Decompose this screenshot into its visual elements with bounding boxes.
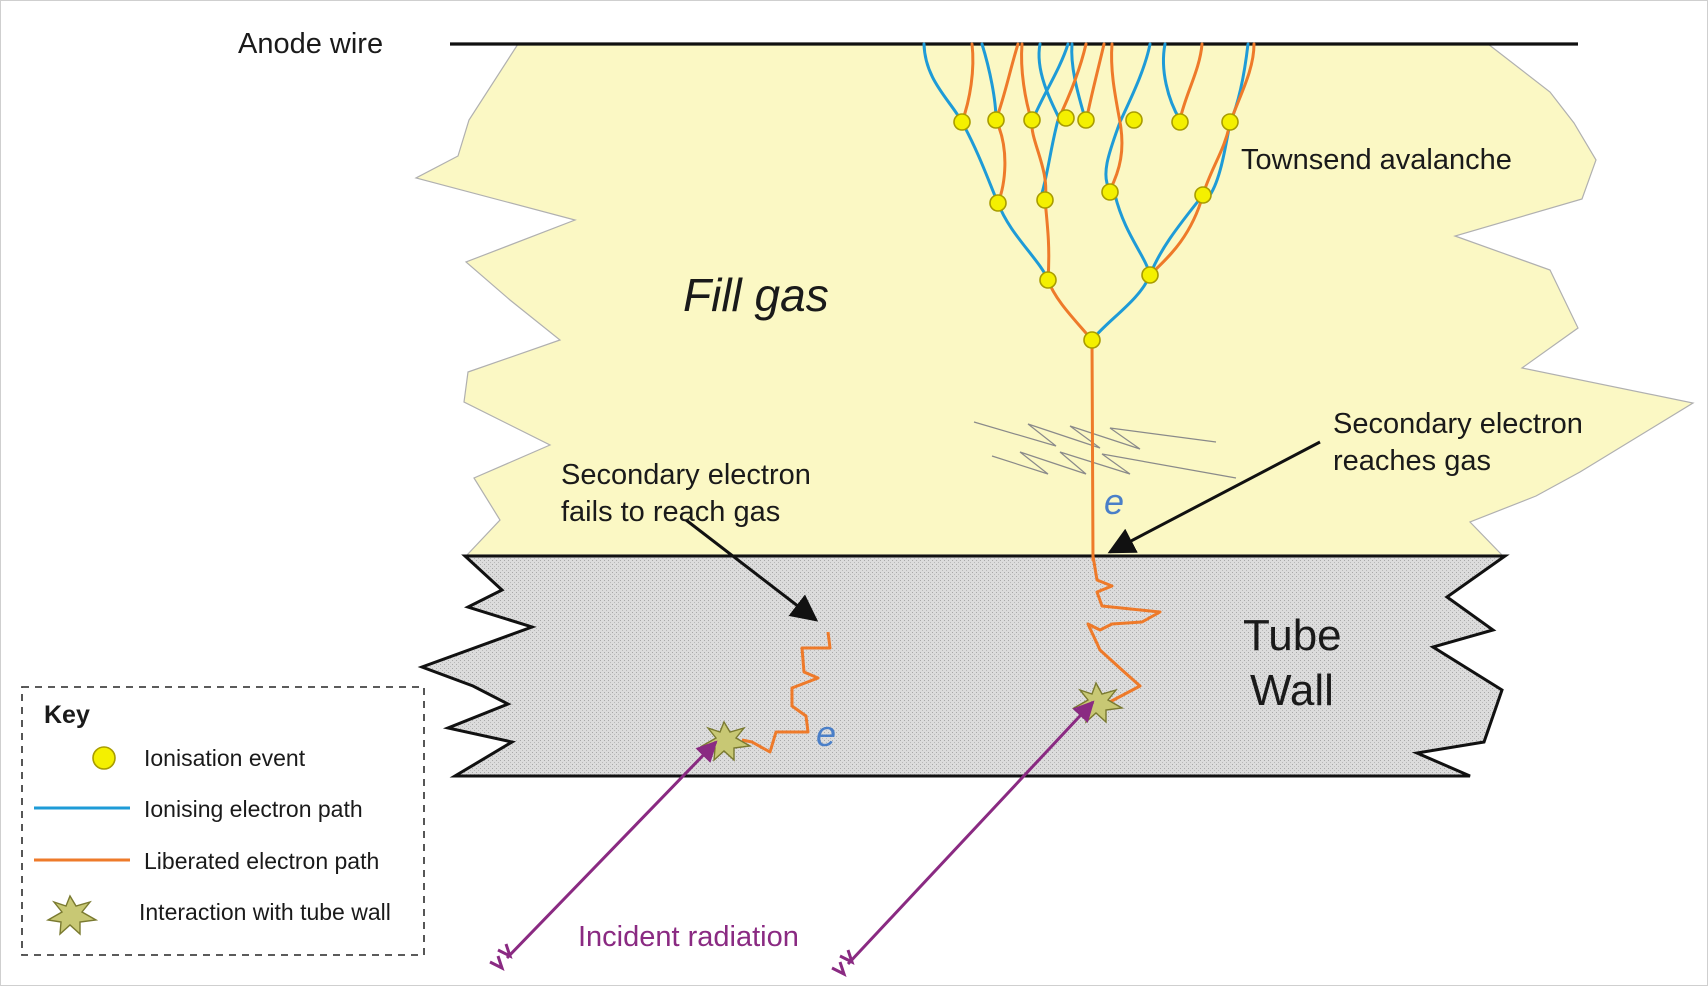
- electron-symbol-lower: e: [816, 713, 836, 754]
- wall-interaction-burst-right: [1071, 681, 1125, 724]
- ionisation-dot: [1039, 271, 1057, 289]
- ionisation-dot: [1077, 111, 1095, 129]
- starburst-icon: [45, 894, 99, 936]
- tube-wall-label-line2: Wall: [1250, 666, 1334, 715]
- ionisation-dot: [1141, 266, 1159, 284]
- incident-arrow-right: [846, 700, 1095, 966]
- ionisation-dot-icon: [92, 746, 116, 770]
- incident-arrow-left-fletching: [489, 943, 513, 971]
- secondary-fails-label-line1: Secondary electron: [561, 459, 811, 491]
- ionisation-dot: [1083, 331, 1101, 349]
- ionisation-dot: [1101, 183, 1119, 201]
- incident-radiation-label: Incident radiation: [578, 921, 799, 953]
- incident-arrow-right-fletching: [831, 949, 855, 977]
- tube-wall-region: [417, 554, 1510, 778]
- zigzag-line-1: [973, 421, 1217, 450]
- secondary-reaches-label-line1: Secondary electron: [1333, 408, 1583, 440]
- ionisation-dot: [987, 111, 1005, 129]
- secondary-electron-path-left: [741, 631, 832, 754]
- incident-arrow-left: [505, 740, 718, 960]
- ionisation-dot: [1194, 186, 1212, 204]
- fill-gas-label: Fill gas: [683, 269, 829, 321]
- secondary-fails-label-line2: fails to reach gas: [561, 496, 780, 528]
- ionisation-dot: [1036, 191, 1054, 209]
- callout-arrow-fails-gas: [685, 518, 819, 622]
- ionisation-events: [953, 109, 1239, 349]
- key-legend: Key Ionisation event Ionising electron p…: [21, 686, 425, 956]
- key-item-wall-interaction-label: Interaction with tube wall: [139, 899, 391, 925]
- ionisation-dot: [1171, 113, 1189, 131]
- townsend-avalanche-label: Townsend avalanche: [1241, 144, 1512, 176]
- ionisation-dot: [1125, 111, 1143, 129]
- secondary-electron-path-right: [1086, 555, 1162, 706]
- key-border: [21, 686, 425, 956]
- key-title: Key: [44, 701, 90, 729]
- electron-symbol-upper: e: [1104, 481, 1124, 522]
- callout-arrow-reaches-gas: [1107, 440, 1321, 554]
- key-item-ionisation-label: Ionisation event: [144, 745, 306, 771]
- key-item-liberated-path-label: Liberated electron path: [144, 848, 379, 874]
- ionisation-dot: [953, 113, 971, 131]
- ionisation-dot: [989, 194, 1007, 212]
- ionisation-dot: [1221, 113, 1239, 131]
- key-item-ionising-path-label: Ionising electron path: [144, 796, 363, 822]
- tube-wall-label-line1: Tube: [1243, 611, 1342, 660]
- incident-radiation-arrows: [489, 700, 1095, 977]
- ionisation-dot: [1057, 109, 1075, 127]
- secondary-reaches-label-line2: reaches gas: [1333, 445, 1491, 477]
- anode-wire-label: Anode wire: [238, 28, 383, 60]
- ionisation-dot: [1023, 111, 1041, 129]
- zigzag-line-2: [991, 451, 1237, 479]
- wall-interaction-burst-left: [699, 720, 753, 762]
